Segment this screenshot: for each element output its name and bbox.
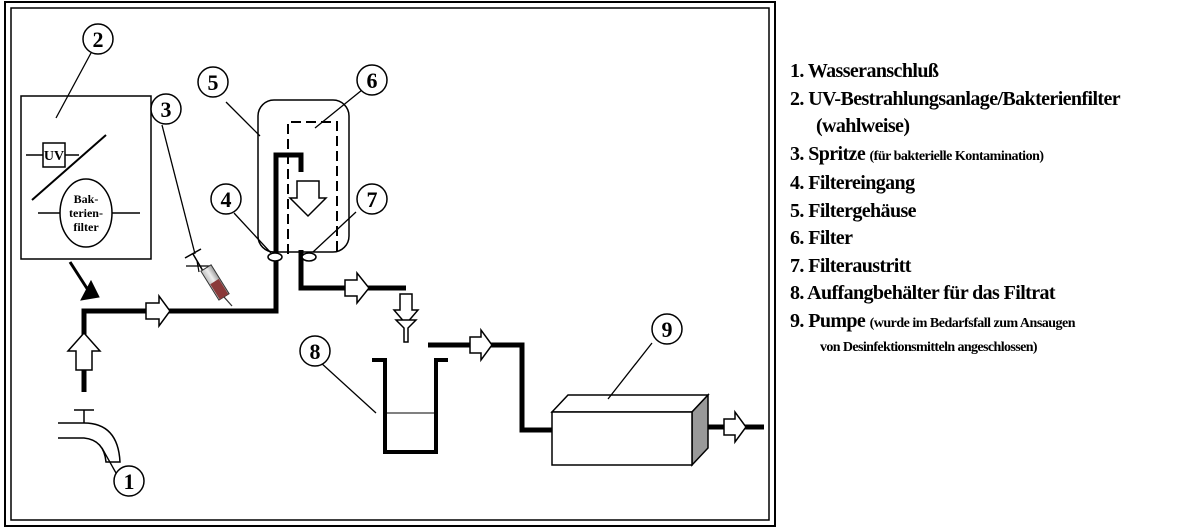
legend-item-label: 4. Filtereingang [790, 172, 915, 194]
funnel [394, 319, 418, 343]
legend-item-label: 3. Spritze [790, 142, 866, 165]
legend-item-1: 1. Wasseranschluß [790, 58, 1190, 86]
legend-item-8: 8. Auffangbehälter für das Filtrat [790, 280, 1190, 308]
legend-item-label: 5. Filtergehäuse [790, 199, 917, 222]
filter-outlet-ring [301, 252, 317, 262]
bacteria-filter-label-2: terien- [69, 206, 103, 220]
syringe-icon [184, 248, 233, 307]
collection-vessel [372, 358, 448, 454]
marker-3: 3 [150, 93, 182, 125]
svg-text:3: 3 [161, 97, 172, 122]
legend: 1. Wasseranschluß 2. UV-Bestrahlungsanla… [790, 58, 1190, 359]
marker-5: 5 [197, 66, 229, 98]
marker-8: 8 [299, 335, 331, 367]
svg-text:4: 4 [221, 187, 232, 212]
uv-bacteria-filter-unit: UV Bak- terien- filter [20, 95, 152, 260]
arrow-right-icon [723, 409, 747, 445]
arrow-down-icon [392, 293, 420, 326]
marker-1: 1 [113, 465, 145, 497]
legend-item-continuation: (wahlweise) [816, 115, 910, 137]
markers: 1 2 3 4 5 6 7 8 9 [82, 23, 683, 497]
legend-item-9: 9. Pumpe (wurde im Bedarfsfall zum Ansau… [790, 308, 1190, 360]
legend-item-3: 3. Spritze (für bakterielle Kontaminatio… [790, 141, 1190, 171]
bacteria-filter-element [59, 178, 113, 248]
filter-housing [257, 99, 350, 253]
svg-text:6: 6 [367, 68, 378, 93]
arrow-up-icon [66, 331, 102, 371]
uv-label: UV [44, 149, 64, 164]
water-tap-icon [58, 409, 121, 463]
legend-item-continuation: von Desinfektionsmitteln angeschlossen) [820, 340, 1038, 355]
pump [550, 393, 710, 467]
legend-item-2: 2. UV-Bestrahlungsanlage/Bakterienfilter… [790, 86, 1190, 141]
pipes [81, 152, 764, 433]
legend-item-label: 9. Pumpe [790, 309, 866, 332]
filter-cartridge [287, 121, 338, 254]
legend-item-label: 6. Filter [790, 227, 853, 249]
bacteria-filter-label-3: filter [73, 220, 99, 234]
inner-frame [10, 7, 770, 521]
legend-item-5: 5. Filtergehäuse [790, 198, 1190, 226]
marker-2: 2 [82, 23, 114, 55]
outer-frame [4, 1, 776, 527]
legend-item-label: 8. Auffangbehälter für das Filtrat [790, 282, 1056, 304]
svg-text:1: 1 [124, 469, 135, 494]
bacteria-filter-label-1: Bak- [74, 192, 99, 206]
legend-item-label: 1. Wasseranschluß [790, 60, 939, 82]
marker-9: 9 [651, 313, 683, 345]
svg-text:5: 5 [208, 70, 219, 95]
svg-text:7: 7 [367, 187, 378, 212]
arrow-down-icon [288, 180, 328, 218]
filtration-setup-diagram: UV Bak- terien- filter [4, 1, 776, 527]
legend-item-6: 6. Filter [790, 225, 1190, 253]
marker-7: 7 [356, 183, 388, 215]
flow-arrows [66, 180, 747, 445]
legend-item-7: 7. Filteraustritt [790, 253, 1190, 281]
legend-item-label: 7. Filteraustritt [790, 254, 911, 277]
marker-6: 6 [356, 64, 388, 96]
legend-item-note: (für bakterielle Kontamination) [869, 148, 1045, 164]
filter-inlet-ring [267, 252, 283, 262]
svg-text:9: 9 [662, 317, 673, 342]
svg-text:8: 8 [310, 339, 321, 364]
legend-item-label: 2. UV-Bestrahlungsanlage/Bakterienfilter [790, 87, 1121, 110]
svg-text:2: 2 [93, 27, 104, 52]
arrow-right-icon [344, 270, 370, 306]
legend-item-note: (wurde im Bedarfsfall zum Ansaugen [869, 315, 1076, 331]
marker-4: 4 [210, 183, 242, 215]
leader-lines [55, 52, 653, 474]
arrow-right-icon [469, 327, 493, 363]
arrow-right-icon [145, 293, 171, 329]
connection-arrow-icon [68, 261, 90, 291]
legend-item-4: 4. Filtereingang [790, 170, 1190, 198]
